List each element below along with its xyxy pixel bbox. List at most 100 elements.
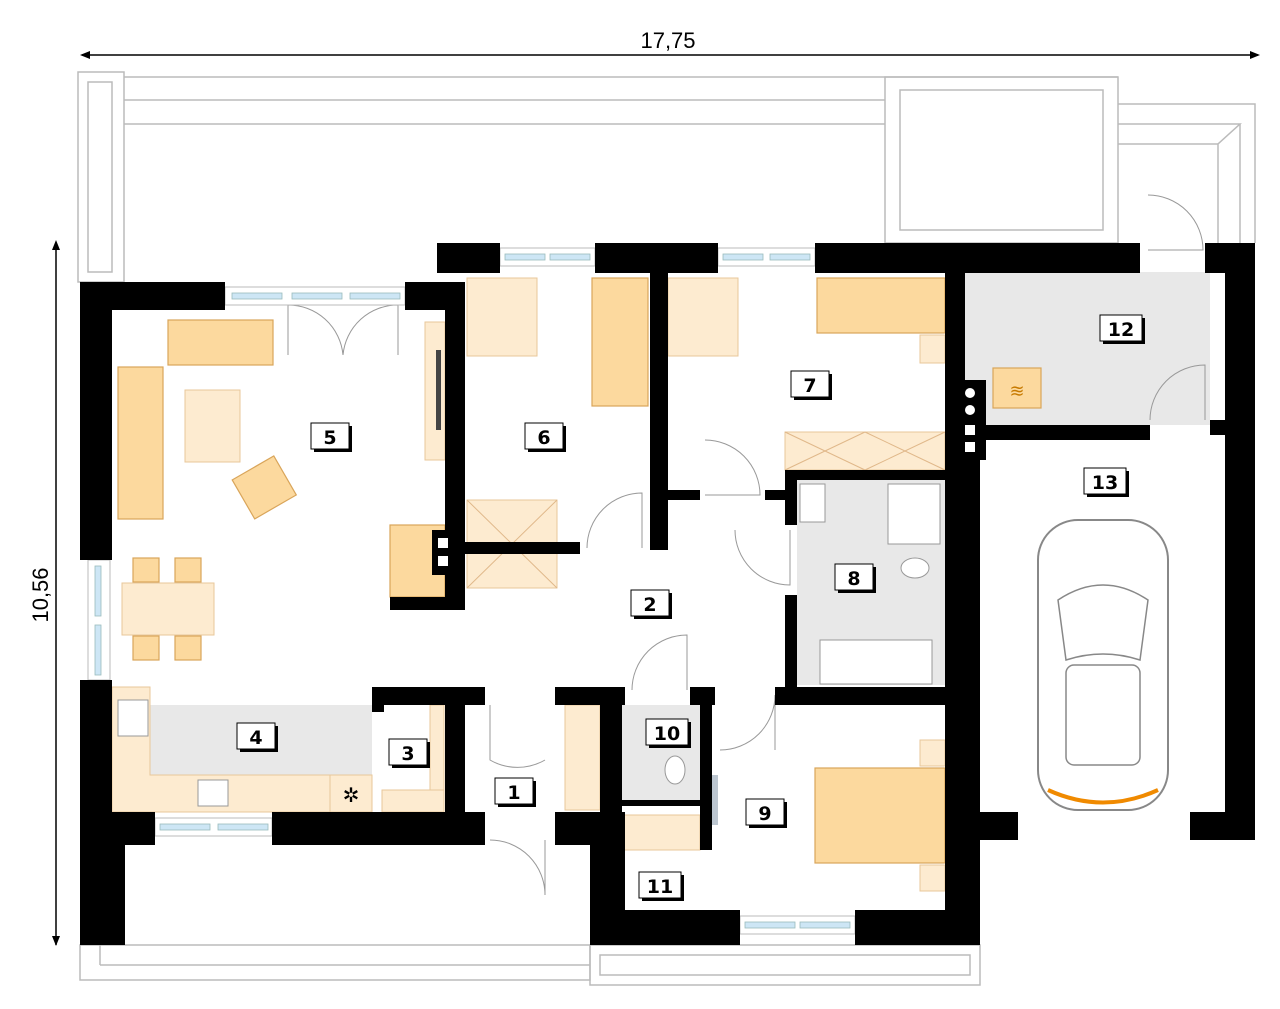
furniture-item (816, 277, 946, 334)
door-swing (586, 492, 643, 549)
furniture-item (667, 277, 739, 357)
room-label-7: 7 (803, 375, 816, 397)
room-label-6: 6 (537, 427, 550, 449)
terrace (77, 71, 1256, 986)
door-swing (489, 705, 546, 768)
room-label-8: 8 (847, 568, 860, 590)
wardrobe-cross (784, 431, 866, 471)
furniture-item (621, 814, 701, 851)
wardrobe-cross (864, 431, 946, 471)
fan-icon: ✲ (343, 785, 360, 807)
windows (87, 247, 856, 935)
door-swing (342, 304, 399, 356)
window-glass (94, 565, 102, 617)
width-dimension: 17,75 (80, 28, 1260, 59)
room-label-12: 12 (1108, 319, 1134, 341)
wall (965, 425, 1150, 440)
wall (975, 812, 1018, 840)
wall (600, 705, 622, 910)
wall (372, 687, 485, 705)
window-glass (217, 823, 269, 831)
terrace-line (1118, 123, 1242, 243)
vent-icon (965, 405, 975, 415)
wall (765, 490, 797, 500)
wall (590, 910, 740, 945)
wall (445, 705, 465, 812)
door-swing (287, 304, 344, 356)
wall (1190, 812, 1255, 840)
wall (785, 470, 797, 525)
furniture-item (381, 789, 445, 813)
vent-icon (438, 556, 448, 566)
vent-icons (438, 388, 975, 726)
terrace-outline (79, 944, 591, 981)
furniture-item (429, 704, 445, 791)
vent-icon (965, 425, 975, 435)
fixture (887, 483, 941, 545)
terrace-outline (599, 954, 971, 976)
terrace-outline (884, 76, 1119, 244)
room-label-2: 2 (643, 594, 656, 616)
window-glass (549, 253, 591, 261)
furniture-item (564, 704, 601, 811)
wall (700, 705, 712, 850)
wall (555, 687, 625, 705)
window-glass (94, 624, 102, 676)
wall (690, 687, 715, 705)
window-glass (231, 292, 283, 300)
wall (112, 812, 155, 845)
depth-label: 10,56 (28, 567, 53, 622)
wall (595, 243, 718, 273)
wall (372, 687, 384, 712)
room-label-box (630, 589, 670, 617)
furniture-item (919, 739, 946, 767)
room-label-10: 10 (654, 723, 680, 745)
wall (650, 272, 668, 550)
terrace-outline (77, 71, 125, 283)
room-label-5: 5 (323, 427, 336, 449)
fixture (117, 699, 149, 737)
window-glass (349, 292, 401, 300)
armchair (231, 455, 298, 520)
window-glass (722, 253, 764, 261)
furniture-item (814, 767, 946, 864)
wall (668, 490, 700, 500)
door-swing (1147, 194, 1204, 251)
room-label-11: 11 (647, 876, 673, 898)
furniture-item (132, 635, 160, 661)
toilet-icon (664, 755, 686, 785)
room-label-box (745, 798, 785, 826)
room-label-13: 13 (1092, 472, 1118, 494)
door-swing (1149, 364, 1206, 421)
window-glass (744, 921, 796, 929)
door-swing (704, 439, 761, 496)
car-lights (1047, 788, 1159, 805)
door-swing (734, 529, 791, 586)
arrow-left-icon (80, 51, 90, 59)
room-label-box (1083, 467, 1127, 495)
furniture-item (992, 367, 1042, 409)
terrace-outline (899, 89, 1104, 231)
room-label-box (834, 563, 874, 591)
furniture: ✲≋ (117, 277, 1042, 892)
wall (1225, 243, 1255, 840)
room-label-box (645, 718, 689, 746)
furniture-item (784, 431, 946, 471)
room-label-4: 4 (249, 727, 262, 749)
window-glass (291, 292, 343, 300)
arrow-down-icon (52, 936, 60, 946)
terrace-line (1118, 103, 1256, 243)
window-glass (159, 823, 211, 831)
furniture-item (919, 864, 946, 892)
room-label-box (1099, 314, 1143, 342)
door-swing (631, 634, 688, 691)
wall (432, 530, 454, 575)
furniture-item (424, 321, 446, 461)
furniture-item (466, 277, 538, 357)
fixture (197, 779, 229, 807)
width-label: 17,75 (640, 28, 695, 53)
terrace-outline (87, 81, 113, 273)
wall (272, 812, 485, 845)
room-label-box (638, 871, 682, 899)
